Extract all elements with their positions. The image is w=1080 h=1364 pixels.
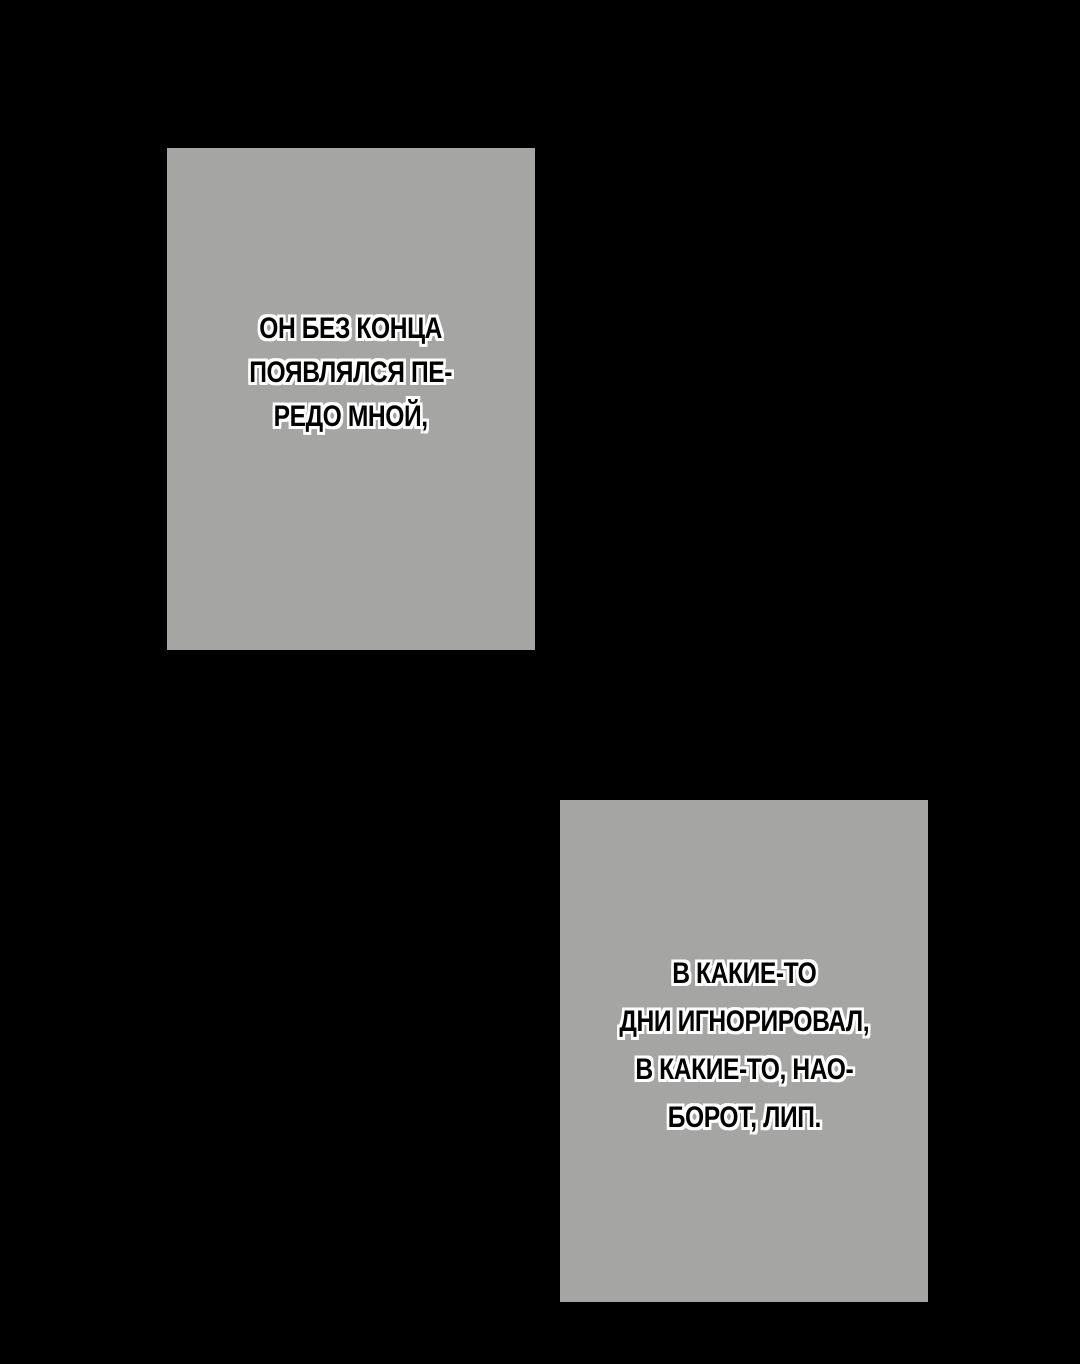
caption-line: борот, лип.	[667, 1101, 821, 1134]
caption-line: дни игнорировал,	[619, 1005, 869, 1038]
caption-line: редо мной,	[273, 400, 429, 433]
caption-text-1: Он без конца появлялся пе- редо мной,	[250, 307, 453, 439]
caption-line: появлялся пе-	[249, 356, 453, 389]
caption-panel-1: Он без конца появлялся пе- редо мной,	[167, 148, 535, 650]
caption-line: Он без конца	[259, 312, 443, 345]
caption-text-2: в какие-то дни игнорировал, в какие-то, …	[619, 950, 869, 1142]
caption-line: в какие-то	[671, 957, 817, 990]
caption-line: в какие-то, нао-	[635, 1053, 853, 1086]
caption-panel-2: в какие-то дни игнорировал, в какие-то, …	[560, 800, 928, 1302]
